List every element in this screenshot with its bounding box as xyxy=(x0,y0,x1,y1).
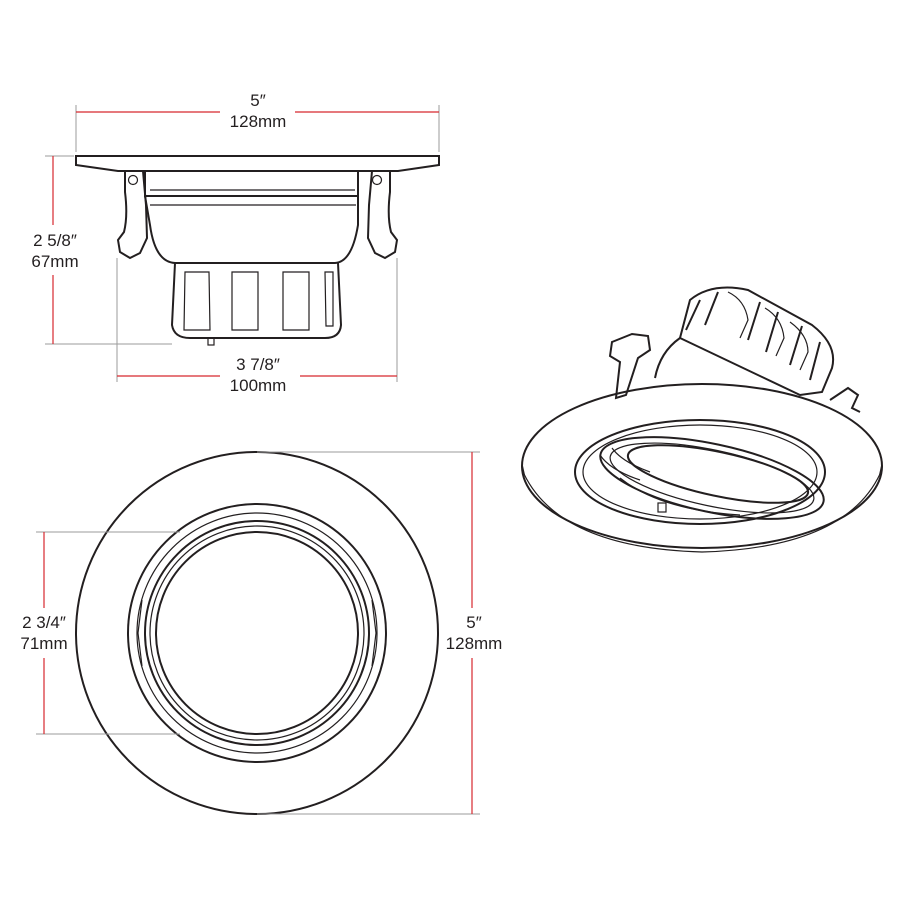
inner-diameter-metric: 71mm xyxy=(20,634,67,653)
isometric-view xyxy=(521,286,883,553)
right-spring-clip xyxy=(366,170,399,260)
front-view xyxy=(75,451,439,815)
outer-diameter-metric: 128mm xyxy=(446,634,503,653)
right-clip-screw xyxy=(371,174,383,186)
iso-bezel-opening xyxy=(574,419,826,525)
inner-diameter-dimension: 2 3/4″ 71mm xyxy=(20,532,68,734)
top-width-imperial: 5″ xyxy=(250,91,265,110)
side-view xyxy=(75,155,440,346)
bezel-outer xyxy=(127,503,387,763)
iso-heat-sink xyxy=(654,286,834,397)
bottom-pin xyxy=(207,337,215,346)
outer-diameter-imperial: 5″ xyxy=(466,613,481,632)
heat-sink xyxy=(170,262,343,339)
left-tab xyxy=(137,599,143,667)
iso-trim-edge-left xyxy=(521,465,525,476)
lens-ring-outer xyxy=(144,520,370,746)
side-height-metric: 67mm xyxy=(31,252,78,271)
right-tab xyxy=(371,599,377,667)
outer-diameter-dimension: 5″ 128mm xyxy=(446,452,503,814)
iso-trim-edge-right xyxy=(879,465,883,476)
lens-ring-mid xyxy=(149,525,365,741)
outer-trim-ring xyxy=(75,451,439,815)
iso-right-clip xyxy=(829,386,861,413)
bottom-width-imperial: 3 7/8″ xyxy=(236,355,280,374)
top-width-metric: 128mm xyxy=(230,112,287,131)
top-width-dimension: 5″ 128mm xyxy=(76,91,439,131)
side-height-imperial: 2 5/8″ xyxy=(33,231,77,250)
iso-gimbal-lens xyxy=(599,436,825,520)
left-clip-screw xyxy=(127,174,139,186)
bottom-width-metric: 100mm xyxy=(230,376,287,395)
housing-body xyxy=(144,195,359,264)
side-view-extension-lines xyxy=(45,105,440,382)
left-spring-clip xyxy=(116,170,149,260)
trim-flange xyxy=(75,155,440,172)
bottom-width-dimension: 3 7/8″ 100mm xyxy=(117,355,397,395)
inner-diameter-imperial: 2 3/4″ xyxy=(22,613,66,632)
front-view-extension-lines xyxy=(36,451,480,815)
bezel-inner xyxy=(136,512,378,754)
iso-trim-lower-edge xyxy=(523,473,881,553)
heat-sink-fins xyxy=(183,271,334,331)
iso-bezel-inner xyxy=(582,424,818,520)
lens-aperture xyxy=(155,531,359,735)
iso-left-clip xyxy=(608,332,652,400)
housing-top xyxy=(144,171,359,197)
side-height-dimension: 2 5/8″ 67mm xyxy=(31,156,79,344)
